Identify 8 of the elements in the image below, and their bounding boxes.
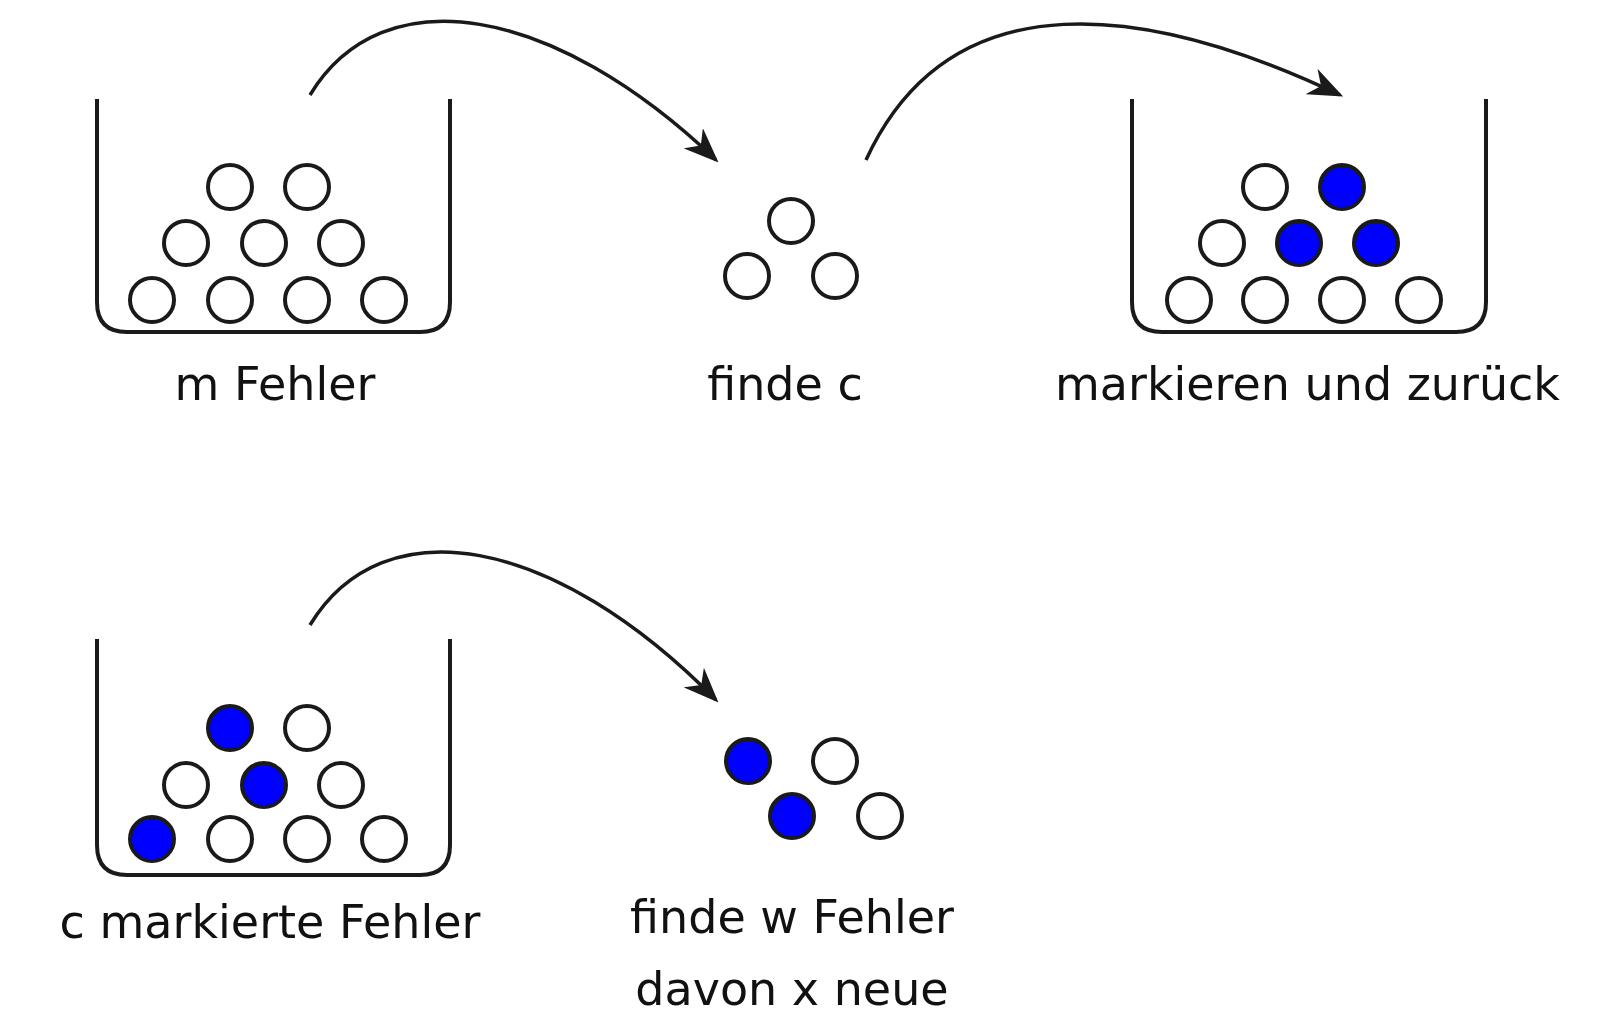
group-label: m Fehler — [173, 356, 377, 413]
group-label: finde c — [706, 356, 864, 413]
curved-arrow — [864, 22, 1344, 161]
group-label: markieren und zurück — [1053, 356, 1561, 413]
group-label: c markierte Fehler — [58, 894, 482, 951]
group-label: finde w Fehler davon x neue — [629, 889, 955, 1018]
curved-arrow — [308, 19, 719, 163]
curved-arrow — [308, 550, 719, 703]
